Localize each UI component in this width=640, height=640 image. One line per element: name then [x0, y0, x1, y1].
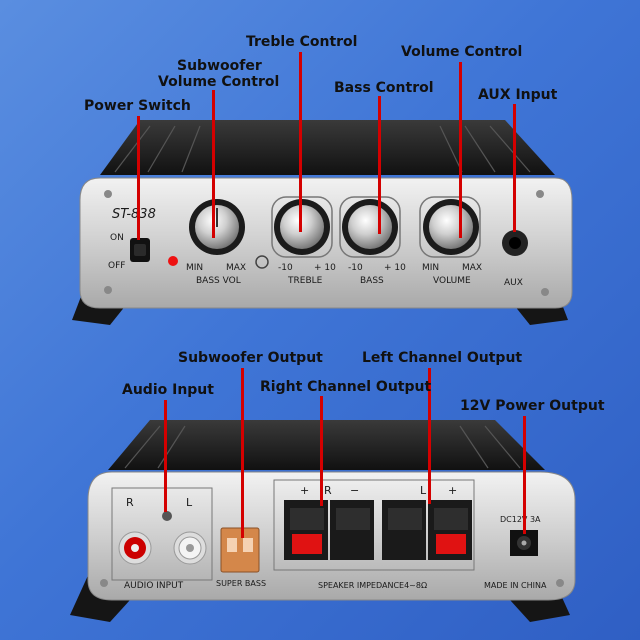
- callout-subwoofer-line1: Subwoofer: [177, 58, 262, 74]
- speaker-r-label: R: [324, 484, 332, 497]
- power-on-label: ON: [110, 233, 124, 243]
- leader-right-channel: [320, 396, 323, 506]
- speaker-terminal-left: [428, 500, 472, 560]
- power-off-label: OFF: [108, 261, 125, 271]
- callout-12v-power-output: 12V Power Output: [460, 398, 605, 414]
- volume-label: VOLUME: [433, 276, 471, 286]
- super-bass-label: SUPER BASS: [216, 579, 266, 588]
- leader-treble: [299, 52, 302, 232]
- bass-vol-knob: [189, 199, 245, 255]
- impedance-label: SPEAKER IMPEDANCE4~8Ω: [318, 581, 427, 590]
- bass-label: BASS: [360, 276, 384, 286]
- audio-r-label: R: [126, 496, 134, 509]
- screw-icon: [104, 190, 112, 198]
- volume-knob: [419, 196, 481, 258]
- speaker-terminal-right: [284, 500, 328, 560]
- callout-power-switch: Power Switch: [84, 98, 191, 114]
- treble-knob: [271, 196, 333, 258]
- leader-power-switch: [137, 116, 140, 240]
- treble-max: + 10: [314, 263, 336, 273]
- speaker-minus-1: −: [350, 484, 359, 497]
- speaker-terminal-left-neg: [382, 500, 426, 560]
- audio-input-label: AUDIO INPUT: [124, 581, 184, 591]
- leader-left-channel: [428, 368, 431, 504]
- rear-heatsink-body: [108, 420, 545, 470]
- bass-indicator-icon: [255, 255, 269, 269]
- leader-aux: [513, 104, 516, 232]
- dc-power-jack: [510, 530, 538, 556]
- callout-treble-control: Treble Control: [246, 34, 358, 50]
- callout-aux-input: AUX Input: [478, 87, 558, 103]
- speaker-l-label: L: [420, 484, 427, 497]
- callout-volume-control: Volume Control: [401, 44, 523, 60]
- aux-label: AUX: [504, 278, 523, 288]
- leader-audio-input: [164, 400, 167, 512]
- callout-audio-input: Audio Input: [122, 382, 214, 398]
- screw-icon: [104, 286, 112, 294]
- bass-min: -10: [348, 263, 363, 273]
- speaker-terminal-right-neg: [330, 500, 374, 560]
- bass-vol-label: BASS VOL: [196, 276, 241, 286]
- aux-jack: [502, 230, 528, 256]
- rca-jack-left: [173, 531, 207, 565]
- speaker-plus-1: +: [300, 484, 309, 497]
- audio-l-label: L: [186, 496, 193, 509]
- screw-icon: [541, 288, 549, 296]
- volume-max: MAX: [462, 263, 482, 273]
- screw-icon: [556, 579, 564, 587]
- screw-icon: [162, 511, 172, 521]
- front-faceplate: [79, 177, 573, 309]
- front-heatsink-body: [100, 120, 555, 175]
- screw-icon: [536, 190, 544, 198]
- screw-icon: [100, 579, 108, 587]
- leader-12v-power: [523, 416, 526, 534]
- bass-vol-max: MAX: [226, 263, 246, 273]
- leader-volume: [459, 62, 462, 238]
- super-bass-terminal: [220, 527, 260, 573]
- dc-label: DC12V 3A: [500, 515, 541, 524]
- callout-right-channel-output: Right Channel Output: [260, 379, 432, 395]
- rca-jack-right: [118, 531, 152, 565]
- model-label: ST-838: [112, 207, 156, 222]
- callout-left-channel-output: Left Channel Output: [362, 350, 523, 366]
- leader-bass: [378, 96, 381, 234]
- treble-min: -10: [278, 263, 293, 273]
- treble-label: TREBLE: [287, 276, 323, 286]
- power-led-icon: [168, 256, 178, 266]
- leader-subwoofer-volume: [212, 90, 215, 238]
- volume-min: MIN: [422, 263, 439, 273]
- bass-vol-min: MIN: [186, 263, 203, 273]
- speaker-plus-2: +: [448, 484, 457, 497]
- callout-bass-control: Bass Control: [334, 80, 434, 96]
- callout-subwoofer-line2: Volume Control: [158, 74, 280, 90]
- leader-subwoofer-output: [241, 368, 244, 538]
- bass-knob: [339, 196, 401, 258]
- callout-subwoofer-output: Subwoofer Output: [178, 350, 323, 366]
- made-in-label: MADE IN CHINA: [484, 581, 547, 590]
- bass-max: + 10: [384, 263, 406, 273]
- heatsink-fins: [114, 125, 531, 173]
